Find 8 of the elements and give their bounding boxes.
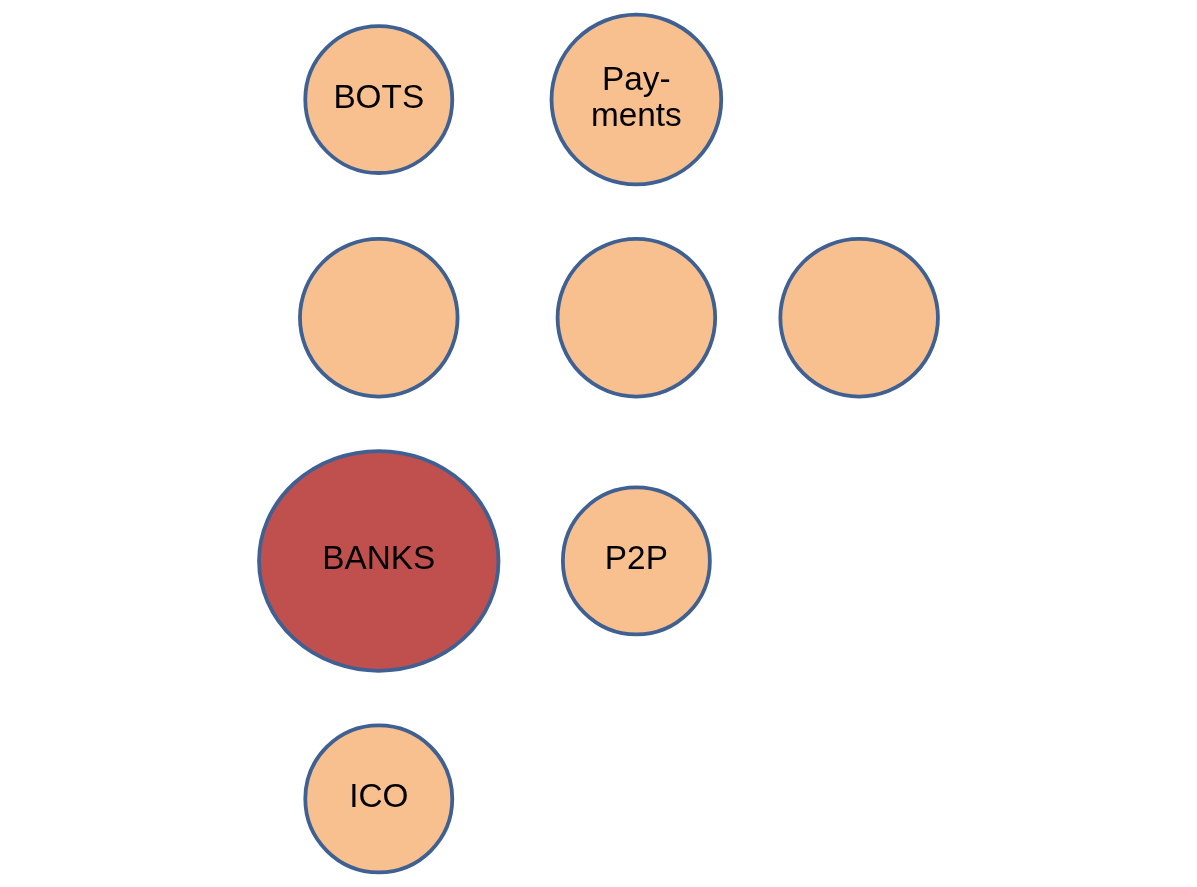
node-circle: ICO — [303, 723, 455, 875]
node-circle — [555, 237, 718, 399]
node-circle — [778, 237, 940, 399]
node-circle: BOTS — [303, 24, 455, 175]
node-circle: P2P — [561, 485, 712, 637]
node-circle — [298, 237, 460, 399]
node-circle: BANKS — [257, 449, 501, 673]
node-circle: Pay- ments — [549, 12, 724, 187]
